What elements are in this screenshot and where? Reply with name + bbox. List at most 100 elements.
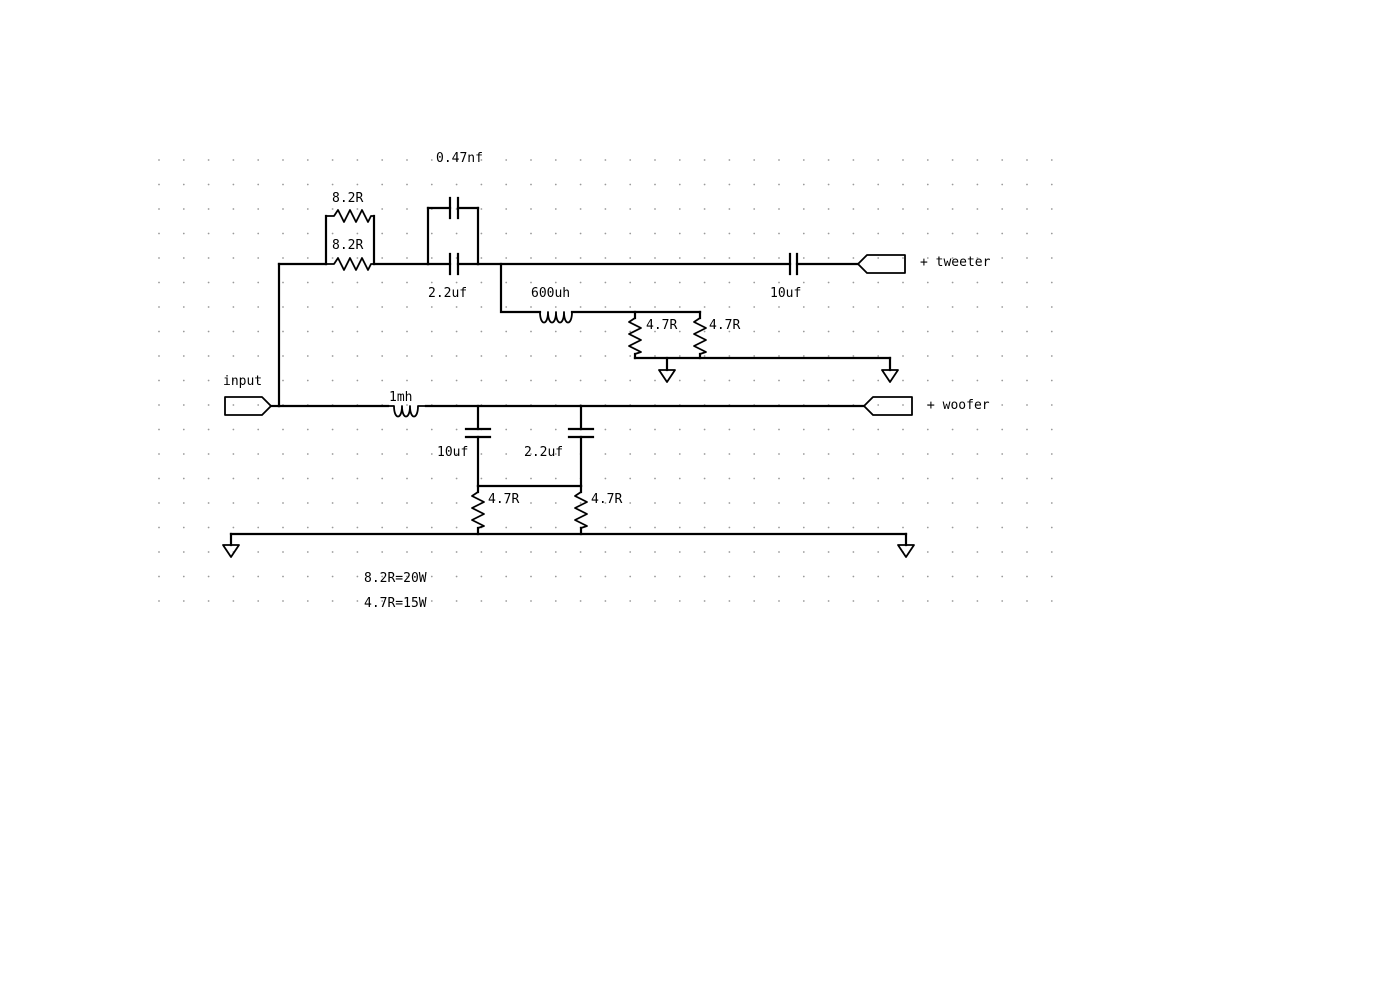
grid-dot	[629, 477, 632, 480]
grid-dot	[728, 208, 731, 210]
grid-dot	[554, 502, 557, 504]
grid-dot	[530, 159, 532, 161]
grid-dot	[306, 355, 309, 357]
grid-dot	[728, 355, 731, 357]
grid-dot	[827, 257, 830, 259]
grid-dot	[282, 306, 284, 308]
grid-dot	[554, 526, 557, 529]
grid-dot	[356, 232, 359, 235]
grid-dot	[852, 551, 855, 553]
grid-dot	[530, 355, 532, 357]
grid-dot	[232, 183, 235, 186]
grid-dot	[877, 379, 880, 382]
grid-dot	[629, 208, 632, 210]
grid-dot	[629, 428, 632, 431]
grid-dot	[158, 232, 160, 235]
grid-dot	[554, 330, 557, 333]
grid-dot	[951, 551, 954, 553]
grid-dot	[505, 379, 508, 382]
grid-dot	[232, 526, 235, 529]
grid-dot	[951, 526, 954, 529]
grid-dot	[629, 281, 632, 284]
ground-symbol	[222, 544, 240, 558]
grid-dot	[1026, 306, 1028, 308]
grid-dot	[778, 257, 780, 259]
grid-dot	[182, 477, 185, 480]
grid-dot	[877, 404, 880, 406]
grid-dot	[926, 355, 929, 357]
grid-dot	[455, 306, 458, 308]
grid-dot	[282, 379, 284, 382]
grid-dot	[455, 477, 458, 480]
grid-dot	[654, 306, 656, 308]
grid-dot	[480, 232, 483, 235]
grid-dot	[1026, 159, 1028, 161]
grid-dot	[728, 477, 731, 480]
grid-dot	[976, 575, 979, 578]
grid-dot	[778, 183, 780, 186]
grid-dot	[703, 600, 706, 602]
grid-dot	[331, 551, 334, 553]
grid-dot	[207, 477, 210, 480]
capacitor-c-woofer-1	[464, 427, 492, 439]
grid-dot	[430, 330, 433, 333]
grid-dot	[530, 330, 532, 333]
grid-dot	[282, 257, 284, 259]
grid-dot	[654, 159, 656, 161]
grid-dot	[579, 379, 582, 382]
grid-dot	[902, 208, 904, 210]
grid-dot	[505, 575, 508, 578]
grid-dot	[282, 281, 284, 284]
grid-dot	[480, 257, 483, 259]
grid-dot	[182, 453, 185, 455]
grid-dot	[381, 281, 384, 284]
grid-dot	[926, 428, 929, 431]
grid-dot	[406, 281, 408, 284]
grid-dot	[703, 208, 706, 210]
grid-dot	[654, 208, 656, 210]
grid-dot	[976, 379, 979, 382]
grid-dot	[1001, 257, 1004, 259]
resistor-r-woofer-1	[471, 491, 485, 529]
grid-dot	[455, 502, 458, 504]
grid-dot	[1001, 428, 1004, 431]
power-note: 4.7R=15W	[364, 596, 427, 611]
grid-dot	[331, 306, 334, 308]
grid-dot	[1001, 306, 1004, 308]
grid-dot	[827, 183, 830, 186]
grid-dot	[306, 330, 309, 333]
grid-dot	[257, 551, 260, 553]
grid-dot	[1026, 232, 1028, 235]
grid-dot	[629, 526, 632, 529]
grid-dot	[728, 281, 731, 284]
grid-dot	[827, 379, 830, 382]
grid-dot	[778, 330, 780, 333]
grid-dot	[480, 330, 483, 333]
grid-dot	[530, 306, 532, 308]
grid-dot	[1050, 575, 1053, 578]
grid-dot	[505, 551, 508, 553]
grid-dot	[827, 502, 830, 504]
grid-dot	[430, 232, 433, 235]
grid-dot	[1001, 453, 1004, 455]
grid-dot	[802, 600, 805, 602]
grid-dot	[1026, 183, 1028, 186]
grid-dot	[430, 306, 433, 308]
grid-dot	[158, 159, 160, 161]
grid-dot	[381, 600, 384, 602]
grid-dot	[629, 600, 632, 602]
grid-dot	[554, 575, 557, 578]
grid-dot	[852, 575, 855, 578]
grid-dot	[579, 257, 582, 259]
grid-dot	[976, 257, 979, 259]
grid-dot	[158, 453, 160, 455]
grid-dot	[802, 355, 805, 357]
grid-dot	[703, 526, 706, 529]
grid-dot	[802, 232, 805, 235]
tweeter-label: + tweeter	[920, 255, 991, 270]
grid-dot	[1001, 551, 1004, 553]
grid-dot	[728, 232, 731, 235]
grid-dot	[331, 183, 334, 186]
grid-dot	[678, 183, 681, 186]
grid-dot	[802, 526, 805, 529]
